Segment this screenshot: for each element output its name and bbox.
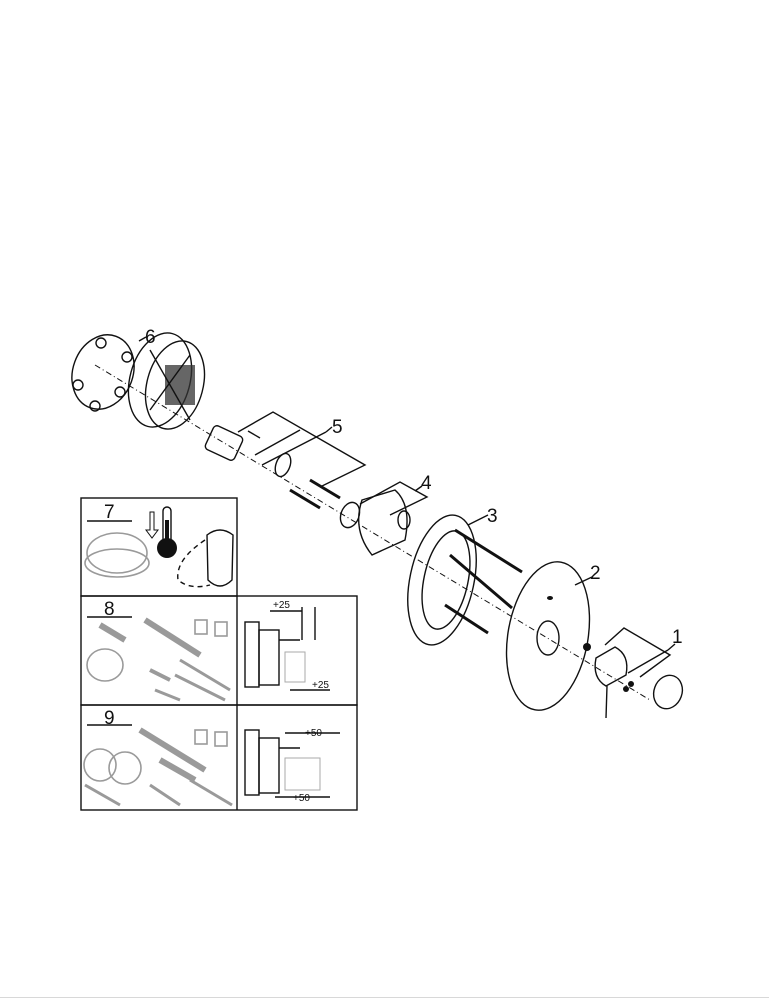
callout-2: 2 bbox=[590, 563, 601, 584]
callout-5: 5 bbox=[332, 417, 343, 438]
dim-plus50-top: +50 bbox=[305, 728, 322, 739]
callout-9: 9 bbox=[104, 708, 115, 729]
accessory-panels bbox=[80, 497, 358, 811]
valve-housing bbox=[127, 332, 206, 430]
callout-8: 8 bbox=[104, 599, 115, 620]
callout-6: 6 bbox=[145, 327, 156, 348]
panel-7-thermostat-limiter: 7 bbox=[84, 502, 234, 588]
part-1-handle: 1 bbox=[583, 627, 684, 719]
dim-plus50-bottom: +50 bbox=[293, 793, 310, 804]
panel-8-extension-25: 8 +25 +25 bbox=[86, 599, 330, 702]
assembly-axis bbox=[94, 364, 651, 701]
part-3-mounting-plate: 3 bbox=[407, 506, 523, 646]
callout-7: 7 bbox=[104, 502, 115, 523]
callout-1: 1 bbox=[672, 627, 683, 648]
part-5-cartridge-set: 5 bbox=[204, 411, 367, 510]
page-bottom-divider bbox=[0, 997, 769, 998]
arrow-down-icon bbox=[145, 511, 159, 539]
part-2-escutcheon: 2 bbox=[505, 561, 601, 711]
callout-3: 3 bbox=[487, 506, 498, 527]
dim-plus25-bottom: +25 bbox=[312, 680, 329, 691]
part-4-sleeve: 4 bbox=[339, 473, 432, 556]
panel-9-extension-50: 9 +50 +50 bbox=[83, 708, 340, 807]
dim-plus25-top: +25 bbox=[273, 600, 290, 611]
part-6-gasket: 6 bbox=[71, 327, 156, 412]
callout-4: 4 bbox=[421, 473, 432, 494]
